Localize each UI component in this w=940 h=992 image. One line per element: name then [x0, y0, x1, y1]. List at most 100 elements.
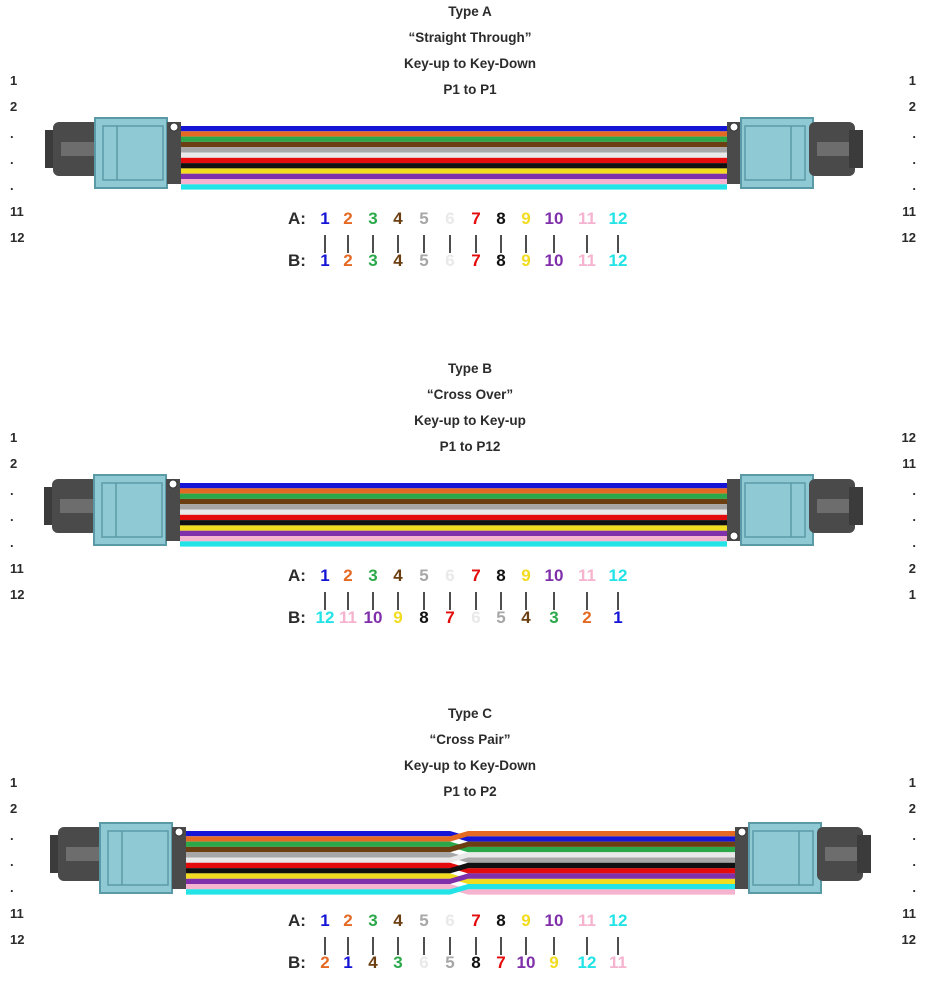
left-fiber-number: .	[10, 854, 14, 869]
fiber-7	[181, 157, 727, 164]
side-b-fiber-number: 3	[549, 608, 558, 627]
fiber-1	[180, 483, 727, 489]
side-b-fiber-number: 9	[393, 608, 402, 627]
section-title: Type B	[447, 361, 492, 376]
side-b-fiber-number: 11	[578, 251, 596, 270]
side-b-fiber-number: 2	[582, 608, 591, 627]
side-b-fiber-number: 10	[364, 608, 383, 627]
side-b-fiber-number: 11	[339, 608, 357, 627]
right-fiber-number: 11	[902, 906, 916, 921]
side-b-fiber-number: 5	[496, 608, 505, 627]
right-fiber-number: .	[912, 535, 916, 550]
section-subtitle: “Cross Over”	[426, 387, 514, 402]
side-b-fiber-number: 3	[368, 251, 377, 270]
side-b-fiber-number: 5	[445, 953, 454, 972]
fiber-12	[180, 541, 727, 547]
section-subtitle: P1 to P2	[443, 784, 497, 799]
side-b-fiber-number: 4	[521, 608, 531, 627]
fiber-6	[181, 152, 727, 158]
side-b-fiber-number: 10	[545, 251, 564, 270]
left-fiber-number: 1	[10, 430, 18, 445]
side-a-fiber-number: 1	[320, 911, 329, 930]
side-b-fiber-number: 10	[517, 953, 536, 972]
fiber-5	[181, 147, 727, 153]
left-fiber-number: .	[10, 152, 14, 167]
section-subtitle: Key-up to Key-Down	[403, 758, 536, 773]
right-fiber-number: .	[912, 880, 916, 895]
right-mpo-connector	[727, 474, 863, 546]
side-a-fiber-number: 4	[393, 911, 403, 930]
fiber-2	[181, 131, 727, 137]
side-b-fiber-number: 1	[613, 608, 622, 627]
side-a-fiber-number: 7	[471, 566, 480, 585]
left-fiber-number: .	[10, 178, 14, 193]
side-b-label: B:	[288, 608, 306, 627]
side-b-fiber-number: 4	[368, 953, 378, 972]
side-b-fiber-number: 8	[496, 251, 505, 270]
side-b-fiber-number: 7	[445, 608, 454, 627]
side-a-fiber-number: 5	[419, 566, 428, 585]
side-b-fiber-number: 8	[419, 608, 428, 627]
cable-illustration	[44, 474, 863, 547]
fiber-bundle	[180, 483, 727, 547]
side-a-fiber-number: 1	[320, 209, 329, 228]
side-a-fiber-number: 5	[419, 911, 428, 930]
section-title: Type A	[448, 4, 492, 19]
side-a-fiber-number: 4	[393, 209, 403, 228]
cable-illustration	[50, 822, 871, 895]
right-fiber-number: .	[912, 509, 916, 524]
right-fiber-number: 2	[908, 99, 916, 114]
side-a-fiber-number: 9	[521, 911, 530, 930]
side-b-fiber-number: 9	[521, 251, 530, 270]
left-fiber-number: 11	[10, 906, 24, 921]
side-a-fiber-number: 10	[545, 566, 564, 585]
side-b-fiber-number: 12	[609, 251, 628, 270]
side-a-fiber-number: 10	[545, 209, 564, 228]
right-fiber-number: 12	[901, 230, 916, 245]
section-subtitle: P1 to P12	[439, 439, 501, 454]
left-mpo-connector	[44, 474, 180, 546]
right-fiber-number: 2	[908, 561, 916, 576]
side-a-fiber-number: 11	[578, 911, 596, 930]
fiber-4	[181, 141, 727, 148]
type-a-section: Type A“Straight Through”Key-up to Key-Do…	[0, 0, 940, 290]
right-fiber-number: 1	[908, 775, 916, 790]
side-a-fiber-number: 12	[609, 566, 628, 585]
fiber-3	[181, 136, 727, 142]
side-a-fiber-number: 10	[545, 911, 564, 930]
side-b-fiber-number: 12	[316, 608, 335, 627]
side-b-fiber-number: 2	[320, 953, 329, 972]
side-b-fiber-number: 7	[496, 953, 505, 972]
side-a-fiber-number: 9	[521, 566, 530, 585]
fiber-8	[180, 520, 727, 526]
side-b-fiber-number: 12	[578, 953, 597, 972]
side-b-fiber-number: 1	[343, 953, 352, 972]
left-fiber-number: 12	[10, 230, 25, 245]
side-b-label: B:	[288, 251, 306, 270]
side-a-label: A:	[288, 566, 306, 585]
side-b-fiber-number: 1	[320, 251, 329, 270]
side-b-fiber-number: 6	[419, 953, 428, 972]
fiber-10	[180, 530, 727, 536]
side-a-fiber-number: 1	[320, 566, 329, 585]
right-fiber-number: .	[912, 126, 916, 141]
left-mpo-connector	[50, 822, 186, 894]
left-fiber-number: .	[10, 126, 14, 141]
side-b-fiber-number: 6	[471, 608, 480, 627]
fiber-9	[180, 525, 727, 531]
side-b-fiber-number: 3	[393, 953, 402, 972]
fiber-10	[181, 173, 727, 179]
fiber-11	[181, 179, 727, 185]
fiber-bundle	[181, 126, 727, 190]
cable-illustration	[45, 117, 863, 190]
right-fiber-number: 1	[908, 73, 916, 88]
right-fiber-number: .	[912, 854, 916, 869]
left-fiber-number: 11	[10, 561, 24, 576]
side-b-fiber-number: 11	[609, 953, 627, 972]
right-fiber-number: .	[912, 483, 916, 498]
section-subtitle: “Straight Through”	[408, 30, 532, 45]
side-a-fiber-number: 2	[343, 566, 352, 585]
side-b-fiber-number: 5	[419, 251, 428, 270]
